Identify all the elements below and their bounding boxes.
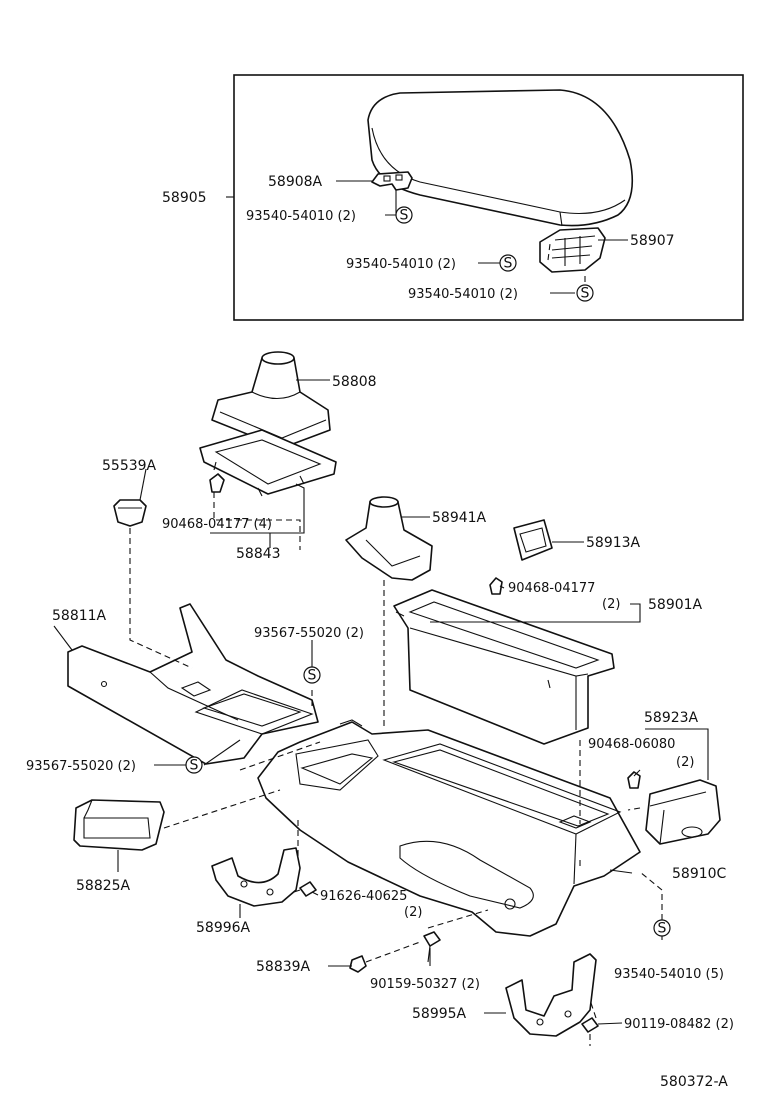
svg-text:S: S (581, 286, 590, 302)
label-90468-b-qty: (2) (602, 597, 620, 612)
label-93540-c: 93540-54010 (5) (614, 967, 724, 982)
s-symbol-3: S (576, 284, 594, 302)
label-90468-c: 90468-06080 (588, 737, 675, 752)
label-90119: 90119-08482 (2) (624, 1017, 734, 1032)
label-58907: 58907 (630, 233, 675, 249)
bracket-58995a (505, 953, 597, 1037)
label-58901a: 58901A (648, 597, 703, 613)
s-symbol-1: S (395, 206, 413, 224)
label-58825a: 58825A (76, 878, 131, 894)
s-symbol-4: S (303, 666, 321, 684)
svg-text:S: S (190, 758, 199, 774)
cap-55539a (113, 499, 147, 527)
svg-text:S: S (658, 921, 667, 937)
clip-90468-a (209, 473, 225, 493)
armrest-lid (367, 89, 634, 227)
label-90468-b: 90468-04177 (508, 581, 595, 596)
label-58808: 58808 (332, 374, 377, 390)
label-93540-2: 93540-54010 (2) (346, 257, 456, 272)
label-93567-a: 93567-55020 (2) (254, 626, 364, 641)
label-58843: 58843 (236, 546, 281, 562)
label-58996a: 58996A (196, 920, 251, 936)
armrest-hinge-58908a (371, 171, 413, 191)
label-58910c: 58910C (672, 866, 727, 882)
console-panel-58811a (67, 603, 319, 765)
shift-boot-58941a (345, 496, 433, 581)
s-symbol-5: S (185, 756, 203, 774)
label-93540-1: 93540-54010 (2) (246, 209, 356, 224)
cover-58913a (513, 519, 553, 561)
s-symbol-6: S (653, 919, 671, 937)
svg-text:S: S (400, 208, 409, 224)
bracket-58996a (211, 847, 301, 907)
shift-bezel-58843 (199, 429, 337, 497)
label-91626: 91626-40625 (320, 889, 407, 904)
clip-90468-b (489, 577, 503, 595)
clip-58839a (349, 955, 367, 973)
clip-90468-c (627, 771, 641, 789)
label-93540-3: 93540-54010 (2) (408, 287, 518, 302)
label-90159: 90159-50327 (2) (370, 977, 480, 992)
label-93567-b: 93567-55020 (2) (26, 759, 136, 774)
label-58941a: 58941A (432, 510, 487, 526)
console-body-58910c (257, 719, 641, 937)
label-58908a: 58908A (268, 174, 323, 190)
alignment-lines (129, 243, 663, 1046)
side-cover-58923a (645, 779, 721, 845)
bolt-91626 (293, 881, 317, 897)
label-58913a: 58913A (586, 535, 641, 551)
label-58923a: 58923A (644, 710, 699, 726)
armrest-latch-58907 (539, 227, 606, 273)
tray-58825a (73, 799, 165, 851)
console-box-58901a (393, 589, 615, 745)
label-55539a: 55539A (102, 458, 157, 474)
label-90468-a: 90468-04177 (4) (162, 517, 272, 532)
leader-lines (53, 180, 709, 1025)
s-symbol-2: S (499, 254, 517, 272)
diagram-reference: 580372-A (660, 1074, 728, 1090)
label-58839a: 58839A (256, 959, 311, 975)
label-58905: 58905 (162, 190, 207, 206)
label-58995a: 58995A (412, 1006, 467, 1022)
label-91626-qty: (2) (404, 905, 422, 920)
bolt-90119 (581, 1017, 599, 1033)
screw-90159 (423, 931, 441, 963)
label-90468-c-qty: (2) (676, 755, 694, 770)
svg-text:S: S (308, 668, 317, 684)
label-58811a: 58811A (52, 608, 107, 624)
svg-text:S: S (504, 256, 513, 272)
